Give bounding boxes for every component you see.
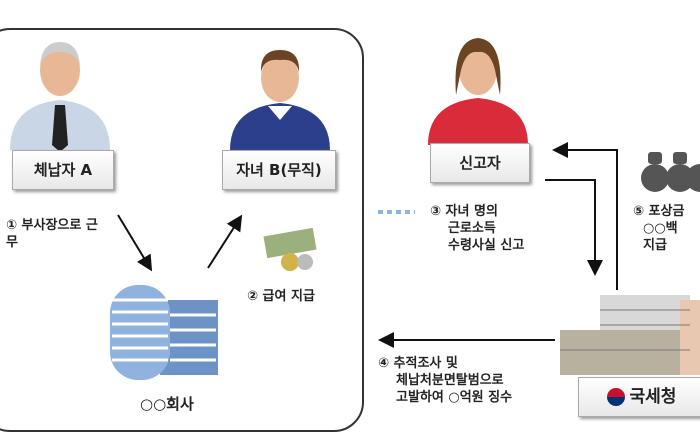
nts-building-icon (560, 295, 700, 375)
step5-text: ⑤ 포상금 ○○백 지급 (633, 203, 684, 254)
reporter-figure (428, 38, 528, 145)
money-bags-icon (641, 152, 700, 192)
step3-line: ③ 자녀 명의 (430, 204, 498, 219)
step4-line: 체납처분면탈범으로 (396, 373, 504, 388)
child-label: 자녀 B(무직) (222, 150, 336, 190)
step1-text: ① 부사장으로 근무 (6, 218, 98, 250)
step5-line: ⑤ 포상금 (633, 204, 685, 219)
step2-text: ② 급여 지급 (247, 289, 315, 304)
nts-emblem-icon (606, 388, 625, 406)
step3-text: ③ 자녀 명의 근로소득 수령사실 신고 (430, 203, 524, 254)
company-building-icon (110, 285, 218, 380)
step4-line: ④ 추적조사 및 (378, 356, 458, 371)
step5-line: ○○백 (643, 221, 678, 236)
nts-label-text: 국세청 (629, 387, 677, 407)
step4-line: 고발하여 ○억원 징수 (396, 390, 513, 405)
nts-label: 국세청 (578, 377, 700, 417)
reporter-label: 신고자 (430, 143, 530, 183)
step3-line: 근로소득 (448, 221, 496, 236)
arrow-nts-to-reporter (552, 142, 618, 290)
debtor-label: 체납자 A (12, 150, 114, 190)
step4-text: ④ 추적조사 및 체납처분면탈범으로 고발하여 ○억원 징수 (378, 355, 512, 406)
step3-line: 수령사실 신고 (448, 238, 525, 253)
arrow-reporter-to-nts (545, 179, 603, 276)
arrow-a-to-company (117, 214, 153, 272)
step5-line: 지급 (643, 238, 667, 253)
child-figure (230, 50, 330, 150)
company-group-frame (0, 28, 364, 432)
money-icon (263, 227, 317, 271)
company-label: ○○회사 (140, 395, 194, 413)
arrow-company-to-b (207, 214, 243, 269)
debtor-figure (10, 42, 110, 152)
